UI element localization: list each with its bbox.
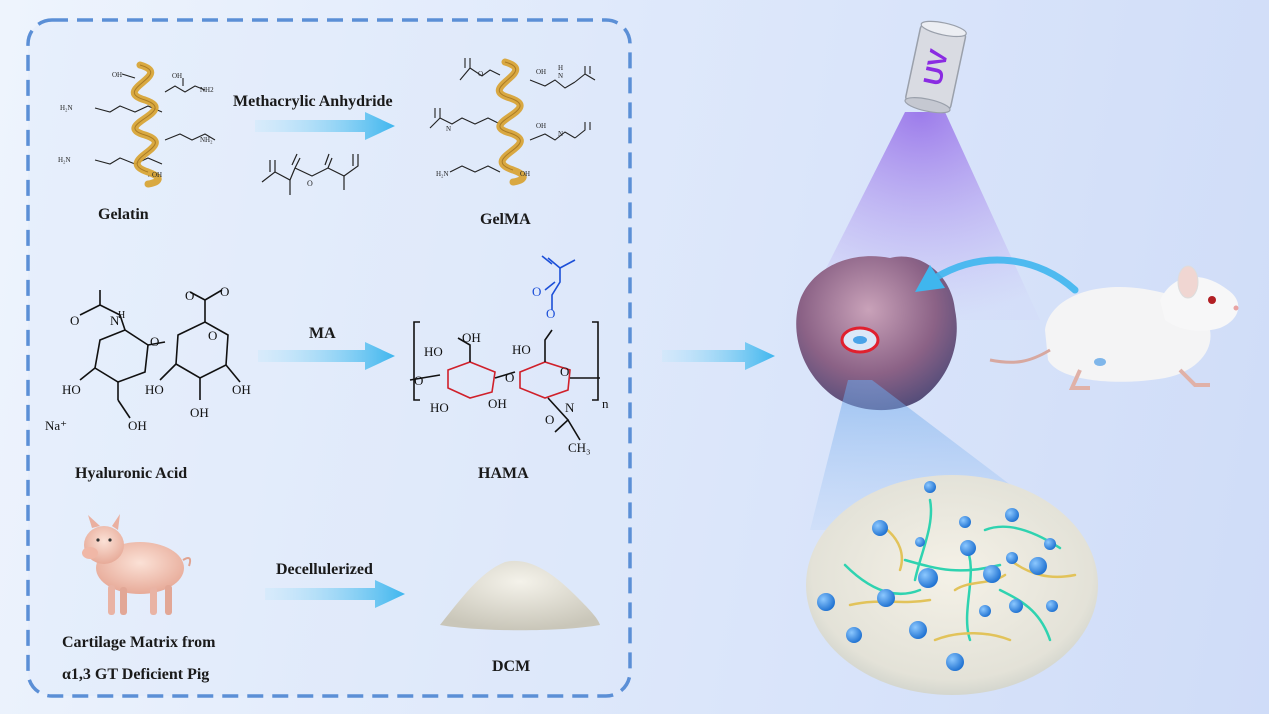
chem-oh-hama-2: OH — [488, 396, 507, 411]
chem-h-gelma-1: H — [558, 64, 563, 72]
uv-lamp — [904, 20, 967, 114]
gelma-label: GelMA — [480, 211, 531, 228]
hyaluronic-acid-structure — [79, 289, 241, 419]
chem-o-ha-1: O — [70, 313, 79, 328]
chem-o-hama-1: O — [414, 373, 423, 388]
chem-oh-ha-1: OH — [232, 382, 251, 397]
arrow-ha-to-hama — [258, 342, 395, 370]
chem-o-anhydride: O — [307, 179, 313, 188]
mouse-illustration — [989, 265, 1239, 390]
chem-n-sub-hama: n — [602, 396, 609, 411]
arrow-from-mouse — [931, 256, 1079, 294]
chem-o-ha-ring: O — [208, 328, 217, 343]
chem-h2n-2: H₂N — [58, 156, 71, 164]
chem-nh2-1: NH2 — [200, 86, 214, 94]
arrow-gelatin-to-gelma — [255, 112, 395, 140]
gelatin-label: Gelatin — [98, 206, 149, 223]
cartilage-label-line1: Cartilage Matrix from — [62, 634, 216, 651]
chem-ch3-hama: CH₃ — [568, 440, 591, 455]
chem-o-ma-1: O — [546, 306, 555, 321]
hydrogel-particles — [817, 481, 1058, 671]
chem-o-ma-2: O — [532, 284, 541, 299]
hyaluronic-acid-label: Hyaluronic Acid — [75, 465, 188, 482]
chem-oh-ha-3: OH — [128, 418, 147, 433]
chem-coo-ha: O — [220, 284, 229, 299]
dcm-powder — [440, 560, 600, 631]
chem-oh-gelma-1: OH — [536, 68, 546, 76]
chem-h2n-1: H₂N — [60, 104, 73, 112]
chem-o-ha-3: O — [185, 288, 194, 303]
chem-ho-ha-1: HO — [62, 382, 81, 397]
chem-o-hama-ring: O — [560, 364, 569, 379]
arrow-pig-to-dcm — [265, 580, 405, 608]
pig-illustration — [82, 514, 192, 615]
chem-nh-hama: N — [565, 400, 575, 415]
chem-ho-hama-1: HO — [424, 344, 443, 359]
chem-oh-ha-2: OH — [190, 405, 209, 420]
chem-oh-2: OH — [172, 72, 182, 80]
chem-na: Na⁺ — [45, 418, 67, 433]
chem-oh-hama-1: OH — [462, 330, 481, 345]
gelma-structure — [429, 58, 596, 173]
chem-o-hama-3: O — [545, 412, 554, 427]
chem-oh-gelma-2: OH — [536, 122, 546, 130]
chem-o-hama-2: O — [505, 370, 514, 385]
reagent-ma: MA — [309, 325, 336, 342]
chem-ho-hama-2: HO — [512, 342, 531, 357]
chem-o-gelma-1: O — [478, 70, 483, 78]
chem-ho-ha-2: HO — [145, 382, 164, 397]
chem-ho-hama-3: HO — [430, 400, 449, 415]
chem-h-ha: H — [118, 310, 125, 321]
chem-n-gelma-3: N — [558, 130, 563, 138]
arrow-to-implant — [662, 342, 775, 370]
chem-o-ha-2: O — [150, 334, 159, 349]
chem-oh-3: OH — [152, 171, 162, 179]
chem-oh-gelma-3: OH — [520, 170, 530, 178]
chem-n-gelma-2: N — [446, 125, 451, 133]
chem-n-gelma-1: N — [558, 72, 563, 80]
dcm-label: DCM — [492, 658, 531, 675]
chem-oh-1: OH — [112, 71, 122, 79]
chem-h2n-gelma: H₂N — [436, 170, 449, 178]
methacrylic-anhydride-structure — [261, 153, 359, 195]
reagent-methacrylic-anhydride: Methacrylic Anhydride — [233, 93, 393, 110]
hama-structure — [409, 255, 600, 441]
reagent-decellularized: Decellulerized — [276, 561, 373, 578]
chem-nh2-2: NH₂ — [200, 136, 213, 144]
chem-nh-ha: N — [110, 313, 120, 328]
cartilage-label-line2: α1,3 GT Deficient Pig — [62, 666, 210, 683]
hama-label: HAMA — [478, 465, 529, 482]
